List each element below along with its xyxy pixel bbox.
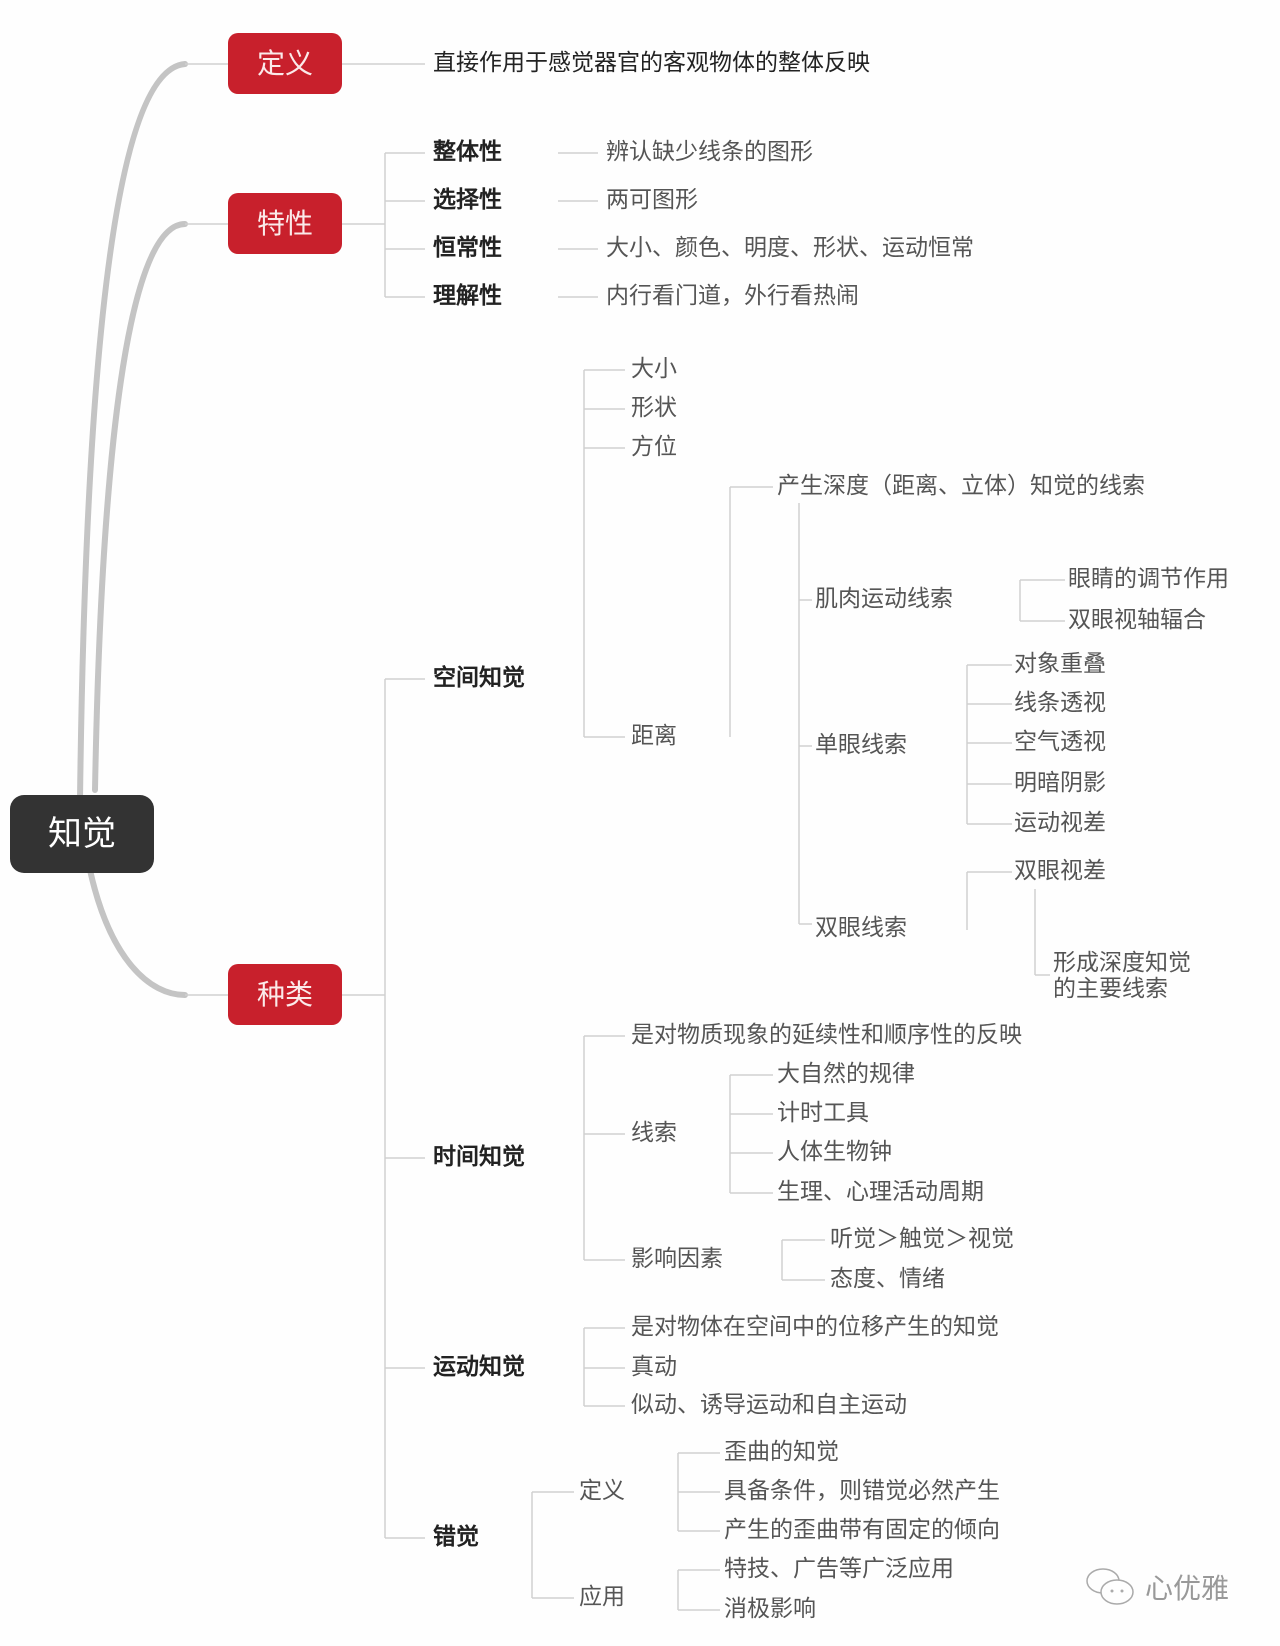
illusion-app: 应用 <box>579 1584 625 1610</box>
branch-properties[interactable]: 特性 <box>228 193 342 254</box>
wechat-icon <box>1086 1568 1134 1605</box>
spatial-item: 方位 <box>631 434 677 460</box>
motion-item: 真动 <box>631 1354 677 1380</box>
type-illusion: 错觉 <box>433 1524 479 1550</box>
cue-item: 运动视差 <box>1014 810 1106 836</box>
illusion-def-item: 歪曲的知觉 <box>724 1439 839 1465</box>
time-def: 是对物质现象的延续性和顺序性的反映 <box>631 1022 1022 1048</box>
time-cue-item: 计时工具 <box>777 1100 869 1126</box>
type-motion: 运动知觉 <box>433 1354 525 1380</box>
time-factor-item: 听觉＞触觉＞视觉 <box>830 1226 1014 1252</box>
property-desc: 内行看门道，外行看热闹 <box>606 283 859 309</box>
time-cue-item: 生理、心理活动周期 <box>777 1179 984 1205</box>
branch-definition-label: 定义 <box>256 46 313 80</box>
watermark-text: 心优雅 <box>1145 1572 1230 1605</box>
type-time: 时间知觉 <box>433 1144 525 1170</box>
branch-properties-label: 特性 <box>256 206 313 240</box>
property-desc: 辨认缺少线条的图形 <box>606 139 813 165</box>
root-node[interactable]: 知觉 <box>10 795 154 873</box>
branch-definition[interactable]: 定义 <box>228 33 342 94</box>
spatial-distance: 距离 <box>631 723 677 749</box>
time-cue-item: 人体生物钟 <box>777 1139 892 1165</box>
property-name: 选择性 <box>433 187 502 213</box>
motion-item: 似动、诱导运动和自主运动 <box>631 1392 907 1418</box>
property-name: 理解性 <box>433 283 502 309</box>
cue-muscle: 肌肉运动线索 <box>815 586 953 612</box>
time-factors: 影响因素 <box>631 1246 723 1272</box>
cue-bino: 双眼线索 <box>815 915 907 941</box>
motion-item: 是对物体在空间中的位移产生的知觉 <box>631 1314 999 1340</box>
branch-types[interactable]: 种类 <box>228 964 342 1025</box>
property-name: 整体性 <box>433 139 502 165</box>
cue-mono: 单眼线索 <box>815 732 907 758</box>
time-cue-item: 大自然的规律 <box>777 1061 915 1087</box>
cue-item: 眼睛的调节作用 <box>1068 566 1229 592</box>
spatial-item: 形状 <box>631 395 677 421</box>
illusion-def-item: 具备条件，则错觉必然产生 <box>724 1478 1000 1504</box>
type-spatial: 空间知觉 <box>433 665 525 691</box>
cue-note: 的主要线索 <box>1053 976 1168 1002</box>
property-desc: 两可图形 <box>606 187 698 213</box>
illusion-def-item: 产生的歪曲带有固定的倾向 <box>724 1517 1000 1543</box>
root-label: 知觉 <box>48 814 116 854</box>
cue-item: 空气透视 <box>1014 729 1106 755</box>
depth-cue-heading: 产生深度（距离、立体）知觉的线索 <box>777 473 1145 499</box>
spatial-item: 大小 <box>631 356 677 382</box>
cue-item: 双眼视轴辐合 <box>1068 607 1206 633</box>
cue-item: 对象重叠 <box>1014 651 1106 677</box>
property-name: 恒常性 <box>433 235 502 261</box>
watermark: 心优雅 <box>1085 1566 1229 1608</box>
cue-note: 形成深度知觉 <box>1053 950 1191 976</box>
illusion-app-item: 特技、广告等广泛应用 <box>724 1556 954 1582</box>
cue-item: 线条透视 <box>1014 690 1106 716</box>
time-factor-item: 态度、情绪 <box>830 1266 945 1292</box>
cue-item: 双眼视差 <box>1014 858 1106 884</box>
time-cues: 线索 <box>631 1120 677 1146</box>
definition-text: 直接作用于感觉器官的客观物体的整体反映 <box>433 50 870 76</box>
property-desc: 大小、颜色、明度、形状、运动恒常 <box>606 235 974 261</box>
branch-types-label: 种类 <box>256 977 313 1011</box>
cue-item: 明暗阴影 <box>1014 770 1106 796</box>
illusion-def: 定义 <box>579 1478 625 1504</box>
illusion-app-item: 消极影响 <box>724 1596 816 1622</box>
